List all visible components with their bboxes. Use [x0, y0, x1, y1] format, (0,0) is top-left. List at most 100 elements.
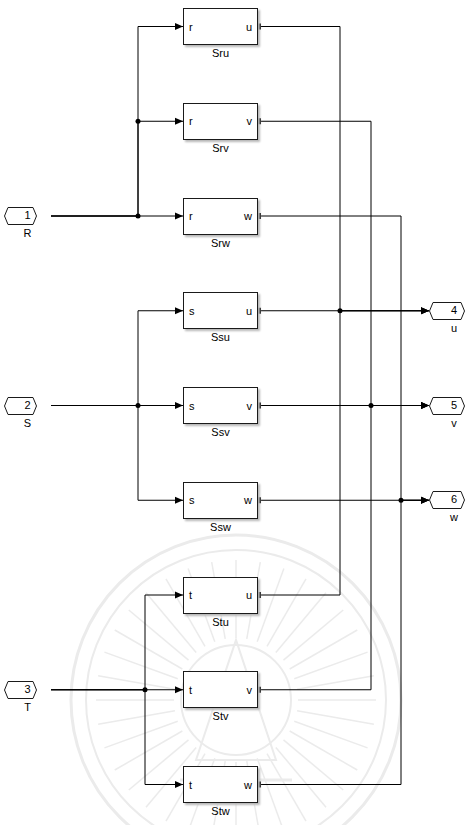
- outport-block: 4u: [429, 302, 473, 320]
- seal-ray: [98, 676, 175, 690]
- input-label: s: [189, 494, 195, 507]
- port-number: 6: [429, 493, 473, 506]
- block-name: Srw: [211, 237, 230, 250]
- subsystem-block: ruSru: [183, 8, 258, 45]
- seal-ray: [267, 579, 306, 647]
- seal-ray: [257, 568, 284, 641]
- block-name: Sru: [212, 47, 229, 60]
- inport-block: 2S: [4, 397, 51, 415]
- seal-ray: [96, 699, 174, 701]
- junction-dot: [136, 403, 141, 408]
- seal-ray: [257, 758, 284, 825]
- junction-dot: [369, 403, 374, 408]
- output-label: v: [247, 399, 253, 412]
- port-stub: [258, 308, 261, 314]
- signal-line: [51, 595, 183, 690]
- seal-ray: [129, 740, 189, 790]
- output-label: v: [247, 683, 253, 696]
- outport-block: 5v: [429, 397, 473, 415]
- seal-ring: [71, 535, 401, 825]
- port-stub: [258, 782, 261, 788]
- port-shape: [430, 492, 465, 509]
- seal-ray: [294, 652, 367, 679]
- seal-ray: [98, 711, 175, 725]
- input-label: t: [189, 589, 192, 602]
- output-label: w: [244, 778, 252, 791]
- seal-ray: [297, 676, 374, 690]
- port-name: T: [24, 701, 31, 714]
- port-stub: [258, 118, 261, 124]
- junction-dot: [136, 214, 141, 219]
- junction-dot: [136, 119, 141, 124]
- output-label: u: [246, 20, 252, 33]
- seal-ray: [297, 711, 374, 725]
- block-name: Ssw: [210, 521, 231, 534]
- seal-ray: [115, 731, 183, 770]
- signal-line: [51, 406, 183, 501]
- seal-ray: [276, 747, 326, 807]
- seal-ray: [283, 740, 343, 790]
- signal-line: [258, 500, 429, 784]
- signal-line: [258, 406, 429, 690]
- signal-line: [51, 121, 183, 216]
- subsystem-block: svSsv: [183, 387, 258, 424]
- input-label: t: [189, 683, 192, 696]
- port-stub: [258, 687, 261, 693]
- signal-line: [258, 311, 429, 595]
- port-shape: [5, 681, 37, 698]
- signal-line: [258, 121, 429, 405]
- inport-block: 3T: [4, 681, 51, 699]
- port-number: 1: [4, 209, 51, 222]
- junction-dot: [399, 498, 404, 503]
- signal-line: [258, 216, 429, 500]
- signal-line: [51, 690, 183, 785]
- seal-ray: [298, 699, 376, 701]
- seal-ray: [276, 593, 326, 653]
- subsystem-block: tvStv: [183, 671, 258, 708]
- port-stub: [258, 592, 261, 598]
- seal-ray: [115, 630, 183, 669]
- inport-block: 1R: [4, 207, 51, 225]
- input-label: s: [189, 399, 195, 412]
- block-name: Stv: [213, 710, 229, 723]
- output-label: v: [247, 115, 253, 128]
- input-label: r: [189, 210, 193, 223]
- seal-ray: [129, 610, 189, 660]
- seal-ray: [294, 721, 367, 748]
- junction-dot: [143, 687, 148, 692]
- subsystem-block: rwSrw: [183, 198, 258, 235]
- seal-ray: [290, 731, 358, 770]
- block-name: Ssv: [211, 426, 229, 439]
- seal-ray: [267, 754, 306, 822]
- port-name: v: [451, 417, 457, 430]
- seal-ray: [104, 721, 177, 748]
- port-shape: [5, 208, 37, 225]
- seal-ring: [86, 550, 386, 825]
- port-number: 4: [429, 304, 473, 317]
- block-name: Srv: [212, 142, 229, 155]
- port-name: S: [24, 417, 31, 430]
- signal-line: [51, 311, 183, 406]
- outport-block: 6w: [429, 491, 473, 509]
- signal-line: [51, 216, 183, 217]
- subsystem-block: suSsu: [183, 292, 258, 329]
- port-number: 2: [4, 399, 51, 412]
- block-name: Stw: [211, 805, 229, 818]
- port-name: u: [451, 322, 457, 335]
- junction-dot: [338, 308, 343, 313]
- seal-core: [181, 645, 291, 755]
- block-name: Ssu: [211, 331, 230, 344]
- subsystem-block: rvSrv: [183, 103, 258, 140]
- port-stub: [258, 213, 261, 219]
- port-shape: [430, 397, 465, 414]
- port-stub: [258, 24, 261, 30]
- watermark-seal: [71, 535, 401, 825]
- subsystem-block: twStw: [183, 766, 258, 803]
- port-stub: [258, 497, 261, 503]
- output-label: u: [246, 589, 252, 602]
- port-number: 3: [4, 683, 51, 696]
- signal-line: [51, 27, 183, 217]
- port-shape: [5, 397, 37, 414]
- block-name: Stu: [212, 616, 229, 629]
